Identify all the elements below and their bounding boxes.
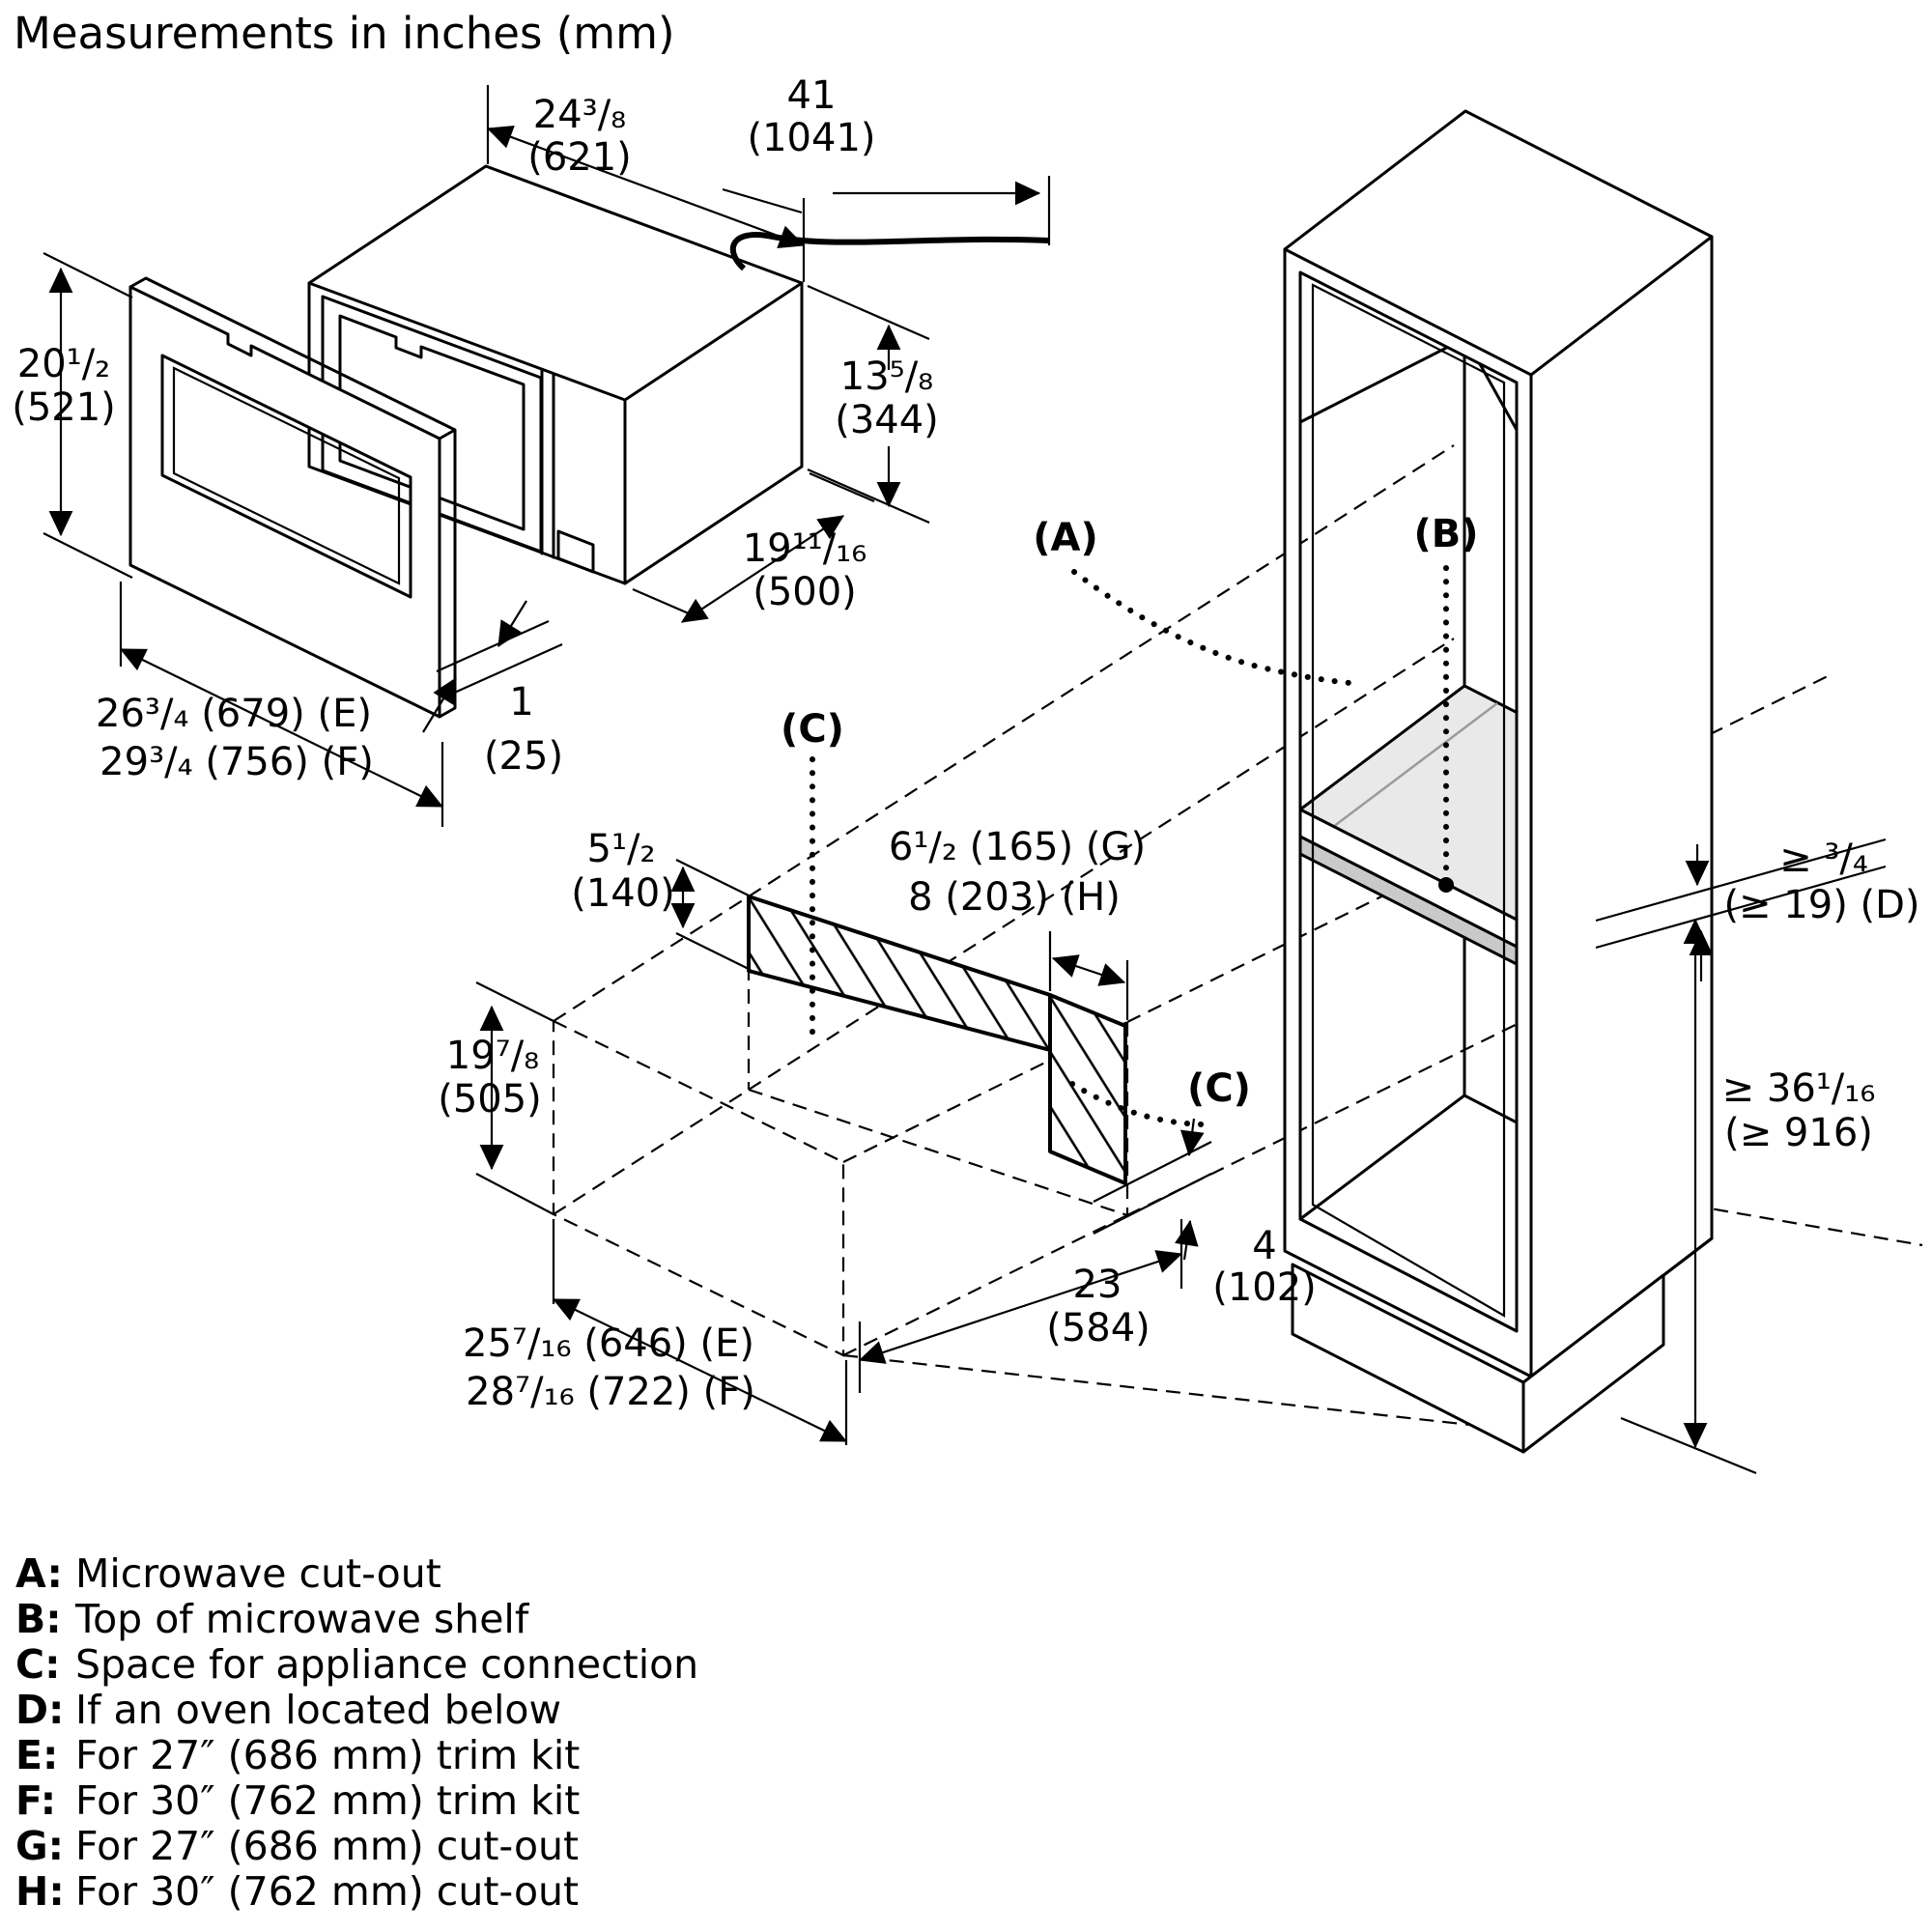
trim-frame-lip xyxy=(172,366,401,585)
conn-below-mm: (102) xyxy=(1212,1265,1317,1310)
legend-key-c: C: xyxy=(15,1641,61,1688)
cutout-width-30: 28⁷/₁₆ (722) (F) xyxy=(466,1370,755,1414)
leader-lines xyxy=(810,565,1454,1127)
opening-inner-frame xyxy=(1311,283,1506,1318)
control-display xyxy=(556,529,595,574)
shelf-thickness-in: ≥ ³/₄ xyxy=(1779,837,1868,881)
cutout-depth-mm: (584) xyxy=(1046,1306,1151,1350)
mw-width-mm: (621) xyxy=(527,135,632,180)
trim-width-27: 26³/₄ (679) (E) xyxy=(96,692,372,736)
shelf-seam-line xyxy=(1332,702,1498,828)
cutout-width-27: 25⁷/₁₆ (646) (E) xyxy=(463,1321,754,1366)
cabinet-drawing xyxy=(1283,109,1714,1454)
legend-row-c: C: Space for appliance connection xyxy=(15,1642,698,1688)
strip-height-mm: (140) xyxy=(571,871,675,916)
legend-row-d: D:If an oven located below xyxy=(15,1688,698,1733)
height-below-in: ≥ 36¹/₁₆ xyxy=(1722,1066,1876,1111)
trim-thickness-in: 1 xyxy=(509,680,533,724)
legend-row-f: F: For 30″ (762 mm) trim kit xyxy=(15,1778,698,1824)
trim-height-in: 20¹/₂ xyxy=(17,342,110,386)
height-below-mm: (≥ 916) xyxy=(1724,1111,1873,1155)
legend: A: Microwave cut-out B: Top of microwave s… xyxy=(15,1551,698,1915)
trim-thickness-mm: (25) xyxy=(484,734,563,779)
label-a: (A) xyxy=(1033,516,1098,560)
conn-width-30: 8 (203) (H) xyxy=(908,875,1121,920)
conn-below-in: 4 xyxy=(1252,1224,1276,1268)
legend-text-e: For 27″ (686 mm) trim kit xyxy=(75,1732,581,1778)
cord-length-mm: (1041) xyxy=(747,116,875,160)
cord-length-in: 41 xyxy=(787,73,837,118)
microwave-door-inner xyxy=(338,314,526,531)
trim-frame-panel xyxy=(128,285,441,719)
legend-key-f: F: xyxy=(15,1777,57,1824)
mw-depth-in: 19¹¹/₁₆ xyxy=(743,526,867,571)
trim-width-30: 29³/₄ (756) (F) xyxy=(99,740,374,784)
appliance-connection-strips xyxy=(747,895,1127,1185)
cutout-height-mm: (505) xyxy=(438,1077,542,1122)
dimension-lines xyxy=(43,85,1887,1475)
mw-depth-mm: (500) xyxy=(753,570,857,614)
microwave-body-edges xyxy=(307,281,804,585)
mw-height-in: 13⁵/₈ xyxy=(840,355,933,399)
installation-diagram: Measurements in inches (mm) xyxy=(12,8,1923,1475)
legend-row-b: B: Top of microwave shelf xyxy=(15,1597,698,1642)
trim-frame-thickness xyxy=(128,276,457,719)
mw-width-in: 24³/₈ xyxy=(533,93,626,137)
leader-a xyxy=(1071,569,1363,687)
cutout-height-in: 19⁷/₈ xyxy=(446,1034,539,1078)
legend-key-a: A: xyxy=(15,1550,63,1597)
mw-height-mm: (344) xyxy=(835,398,939,442)
legend-row-e: E: For 27″ (686 mm) trim kit xyxy=(15,1733,698,1778)
dimension-texts: 24³/₈ (621) 41 (1041) 13⁵/₈ (344) 19¹¹/₁… xyxy=(12,73,1919,1414)
legend-key-d: D: xyxy=(15,1687,65,1733)
power-cord xyxy=(729,232,1050,271)
label-c-top: (C) xyxy=(781,707,844,752)
strip-height-in: 5¹/₂ xyxy=(587,827,656,871)
legend-text-a: Microwave cut-out xyxy=(75,1550,441,1597)
shelf-thickness-mm: (≥ 19) (D) xyxy=(1723,883,1919,927)
legend-text-f: For 30″ (762 mm) trim kit xyxy=(75,1777,581,1824)
conn-width-27: 6¹/₂ (165) (G) xyxy=(889,825,1146,869)
legend-row-h: H:For 30″ (762 mm) cut-out xyxy=(15,1869,698,1915)
legend-text-g: For 27″ (686 mm) cut-out xyxy=(75,1823,580,1869)
legend-row-a: A: Microwave cut-out xyxy=(15,1551,698,1597)
legend-key-h: H: xyxy=(15,1868,65,1915)
legend-text-d: If an oven located below xyxy=(75,1687,562,1733)
legend-row-g: G:For 27″ (686 mm) cut-out xyxy=(15,1824,698,1869)
leader-b-dot xyxy=(1438,877,1454,893)
legend-text-h: For 30″ (762 mm) cut-out xyxy=(75,1868,580,1915)
trim-frame-drawing xyxy=(128,276,457,719)
leader-c-side xyxy=(1069,1081,1206,1127)
legend-text-c: Space for appliance connection xyxy=(75,1641,699,1688)
legend-text-b: Top of microwave shelf xyxy=(75,1596,529,1642)
label-b: (B) xyxy=(1413,512,1478,556)
trim-height-mm: (521) xyxy=(12,385,116,430)
label-c-side: (C) xyxy=(1187,1066,1251,1111)
legend-key-g: G: xyxy=(15,1823,65,1869)
cutout-depth-in: 23 xyxy=(1073,1263,1122,1307)
legend-key-e: E: xyxy=(15,1732,59,1778)
legend-key-b: B: xyxy=(15,1596,62,1642)
cabinet-base-right xyxy=(1521,1273,1665,1454)
control-panel-edges xyxy=(540,368,555,559)
connection-strip-vertical xyxy=(1048,993,1127,1185)
page-title: Measurements in inches (mm) xyxy=(14,8,675,59)
